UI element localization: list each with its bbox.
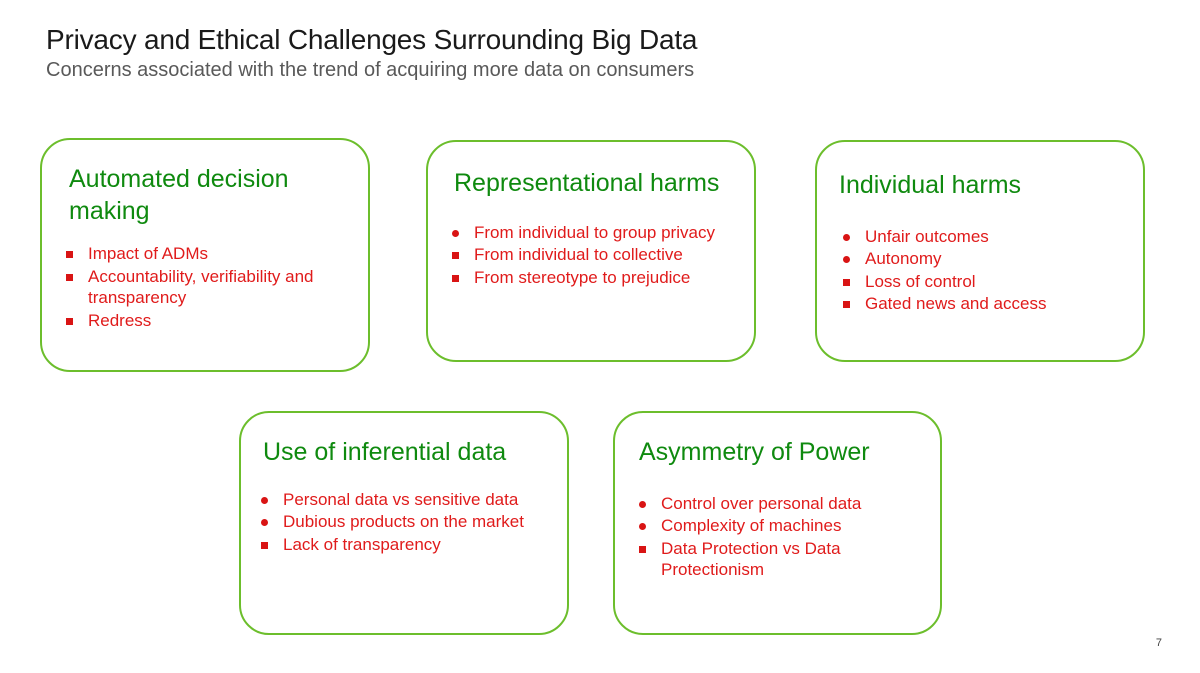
bullet-square-icon: [66, 243, 88, 258]
list-item: Impact of ADMs: [66, 243, 354, 265]
list-item: From individual to collective: [452, 244, 742, 266]
card-representational-harms: Representational harms From individual t…: [426, 140, 756, 362]
bullet-square-icon: [261, 534, 283, 549]
list-item-label: Loss of control: [865, 271, 976, 291]
card-use-of-inferential-data: Use of inferential data Personal data vs…: [239, 411, 569, 635]
bullet-disc-icon: [261, 489, 283, 504]
card-heading: Automated decision making: [69, 165, 289, 225]
bullet-square-icon: [452, 244, 474, 259]
list-item: Loss of control: [843, 271, 1131, 293]
slide-header: Privacy and Ethical Challenges Surroundi…: [46, 24, 1146, 83]
list-item-label: Impact of ADMs: [88, 244, 208, 263]
bullet-disc-icon: [639, 515, 661, 530]
list-item-label: Autonomy: [865, 249, 942, 269]
card-heading: Asymmetry of Power: [639, 438, 870, 466]
bullet-disc-icon: [452, 222, 474, 237]
card-asymmetry-of-power: Asymmetry of Power Control over personal…: [613, 411, 942, 635]
slide-number: 7: [1155, 637, 1162, 649]
bullet-disc-icon: [261, 511, 283, 526]
list-item-label: Gated news and access: [865, 294, 1047, 314]
bullet-disc-icon: [843, 226, 865, 241]
list-item: Accountability, verifiability and transp…: [66, 266, 354, 309]
bullet-square-icon: [639, 538, 661, 553]
card-heading: Use of inferential data: [263, 438, 507, 466]
bullet-square-icon: [843, 271, 865, 286]
bullet-square-icon: [66, 310, 88, 325]
list-item: Redress: [66, 310, 354, 332]
bullet-disc-icon: [639, 493, 661, 508]
list-item-label: Personal data vs sensitive data: [283, 489, 519, 509]
list-item-label: Accountability, verifiability and transp…: [88, 266, 314, 308]
list-item-label: Lack of transparency: [283, 534, 441, 554]
card-heading: Individual harms: [839, 171, 1022, 199]
card-heading: Representational harms: [454, 169, 720, 197]
list-item-label: Redress: [88, 310, 152, 330]
list-item: From stereotype to prejudice: [452, 267, 742, 289]
bullet-disc-icon: [843, 248, 865, 263]
list-item: Control over personal data: [639, 493, 926, 515]
list-item-label: Complexity of machines: [661, 516, 842, 536]
list-item: Personal data vs sensitive data: [261, 489, 553, 511]
bullet-square-icon: [452, 267, 474, 282]
bullet-square-icon: [843, 293, 865, 308]
page-subtitle: Concerns associated with the trend of ac…: [46, 59, 695, 82]
list-item: Gated news and access: [843, 293, 1131, 315]
list-item: Data Protection vs Data Protectionism: [639, 538, 926, 581]
list-item-label: Dubious products on the market: [283, 512, 524, 532]
list-item-label: From individual to group privacy: [474, 222, 715, 242]
page-title: Privacy and Ethical Challenges Surroundi…: [46, 24, 698, 55]
list-item: Complexity of machines: [639, 515, 926, 537]
list-item-label: From individual to collective: [474, 245, 683, 265]
list-item: Autonomy: [843, 248, 1131, 270]
list-item-label: Data Protection vs Data Protectionism: [661, 538, 841, 580]
bullet-square-icon: [66, 266, 88, 281]
list-item-label: Unfair outcomes: [865, 226, 989, 246]
list-item: Lack of transparency: [261, 534, 553, 556]
list-item: Dubious products on the market: [261, 511, 553, 533]
card-automated-decision-making: Automated decision making Impact of ADMs…: [40, 138, 370, 372]
list-item: Unfair outcomes: [843, 226, 1131, 248]
list-item-label: Control over personal data: [661, 493, 862, 513]
list-item-label: From stereotype to prejudice: [474, 267, 691, 287]
list-item: From individual to group privacy: [452, 222, 742, 244]
